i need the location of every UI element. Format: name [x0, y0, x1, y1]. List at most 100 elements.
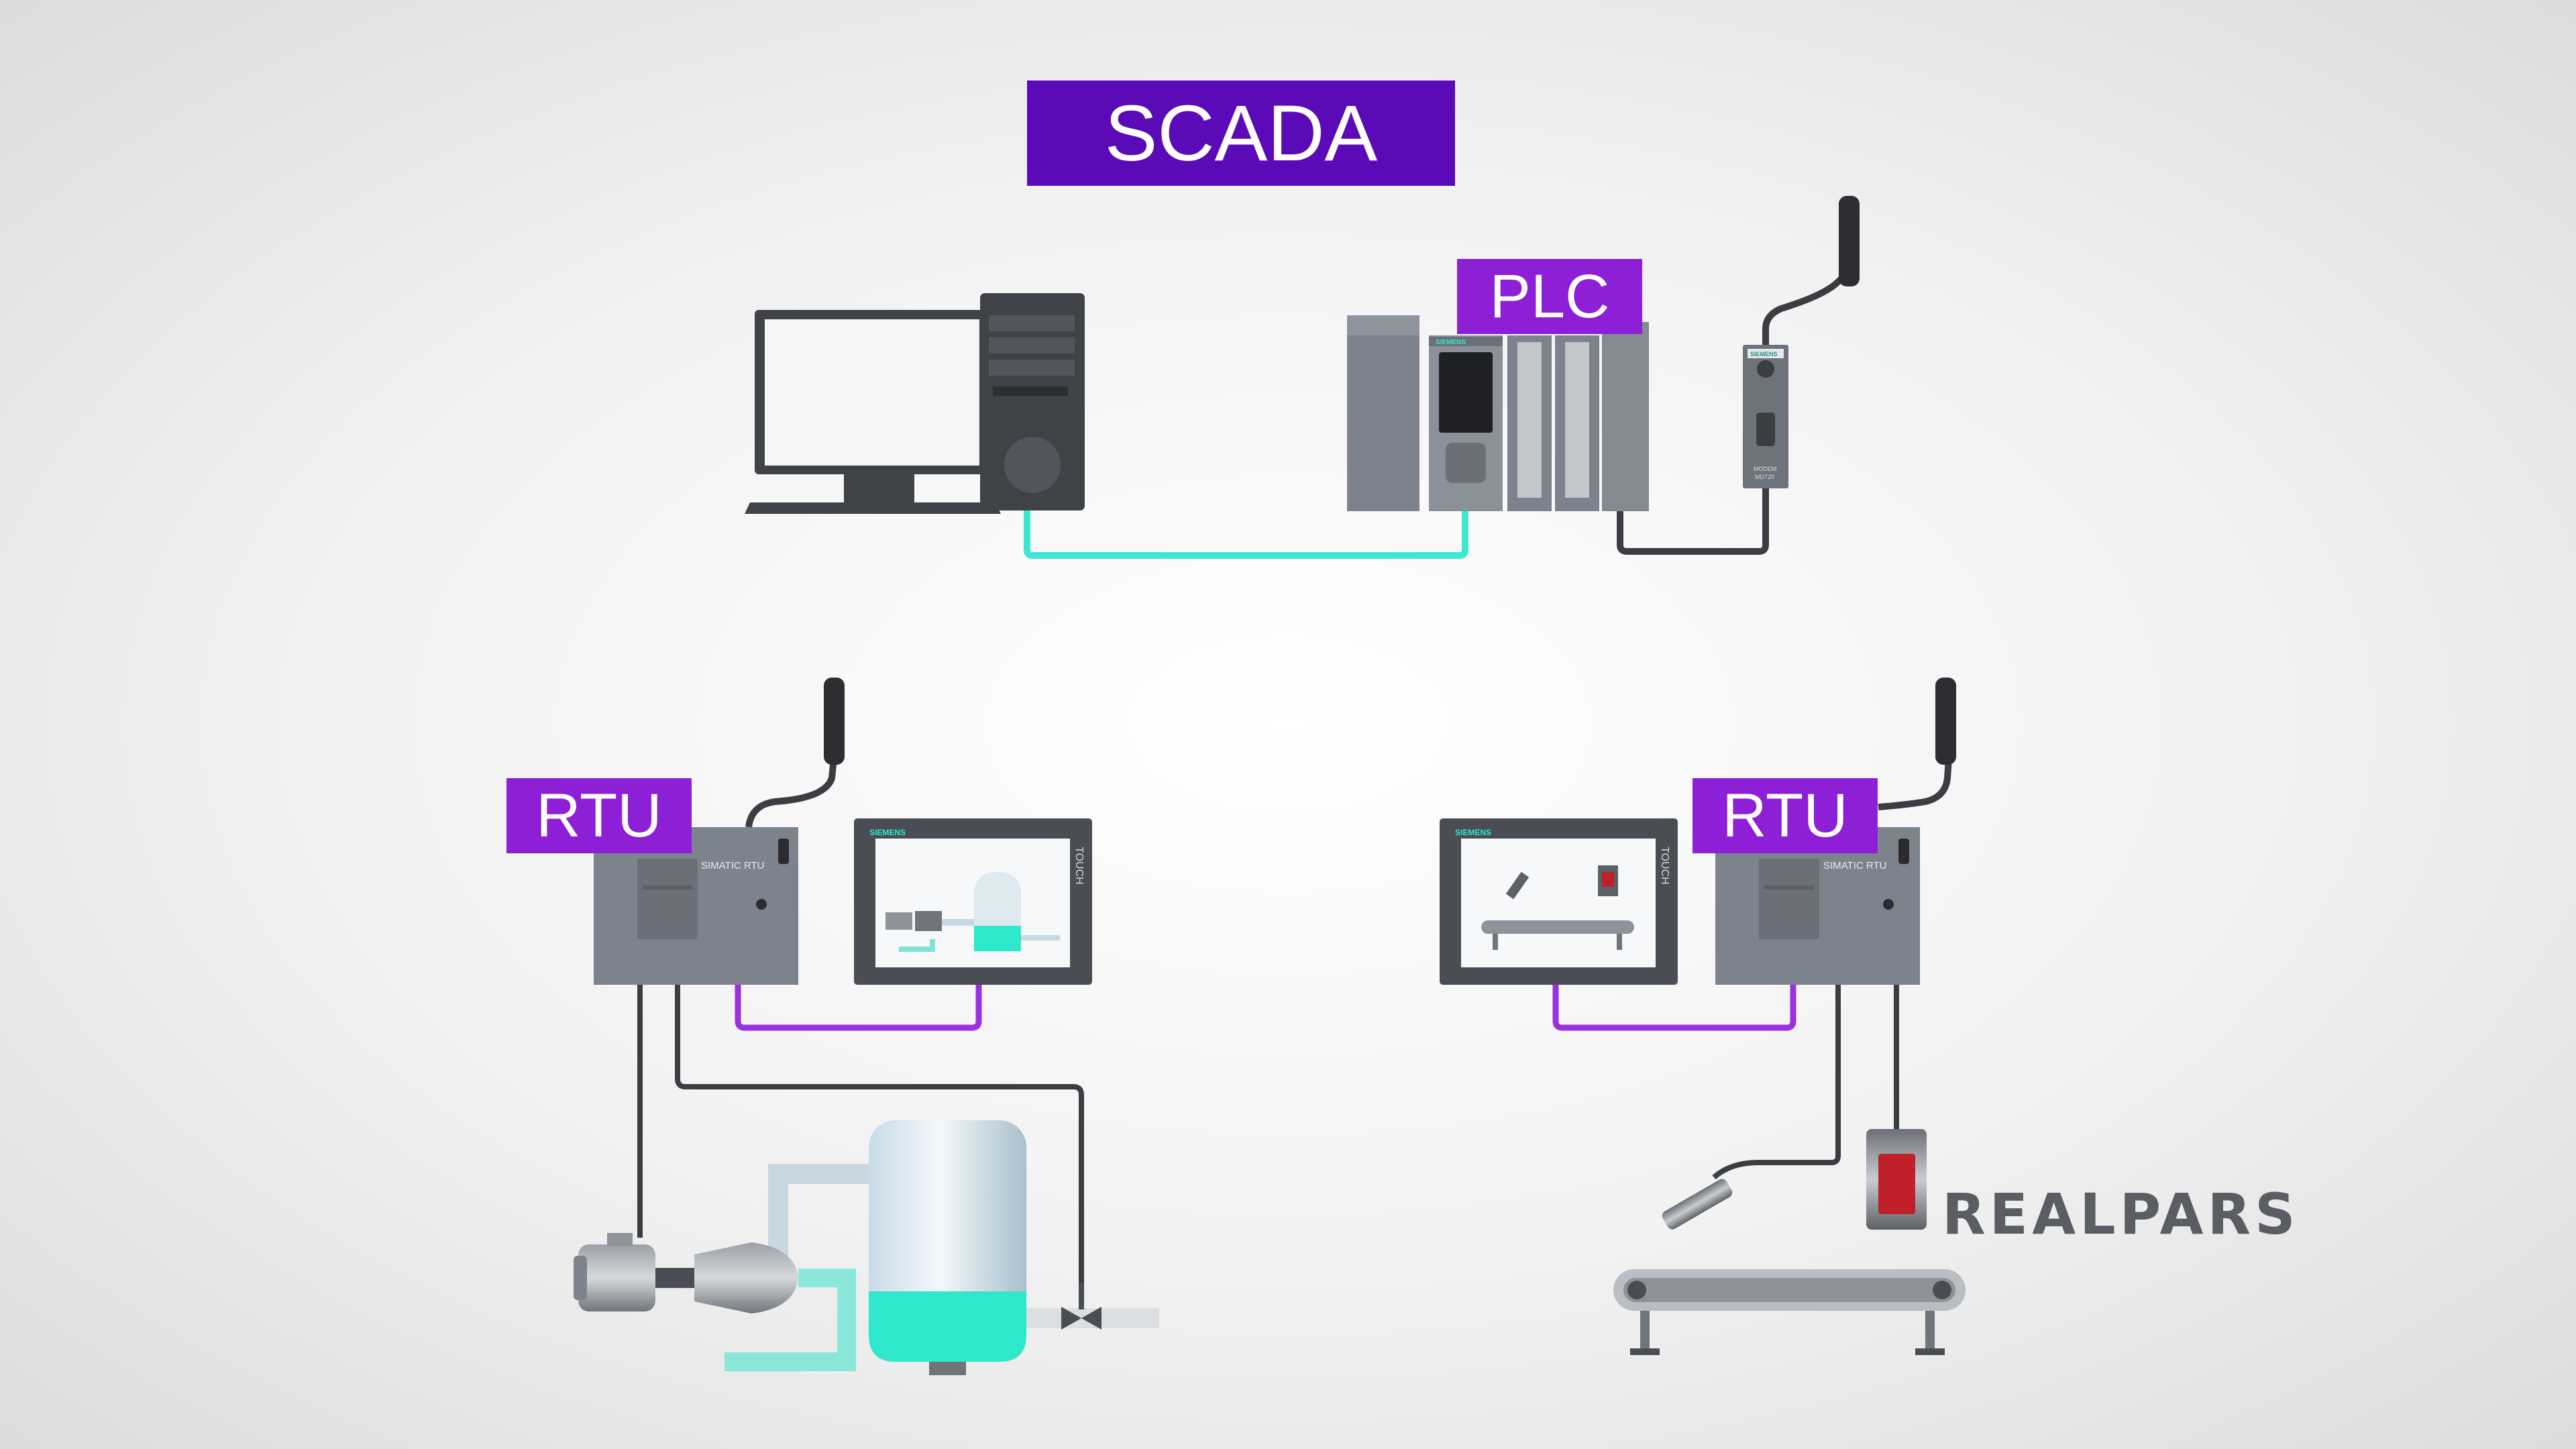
monitor-screen [765, 319, 979, 466]
plc-cpu-keypad [1446, 443, 1486, 483]
drive-bay-1 [989, 315, 1075, 331]
hmi-left-screen [875, 839, 1070, 967]
modem-label-1: MODEM [1754, 466, 1777, 472]
motor-terminal-box [607, 1233, 633, 1246]
rtu-right-sensor-cable [1712, 985, 1841, 1180]
rtu-left-front-panel [637, 859, 698, 939]
mini-conveyor-leg-r [1617, 934, 1622, 950]
prox-sensor [1662, 1179, 1733, 1230]
photocell-lens [1878, 1154, 1915, 1214]
rtu-right-panel-slot [1764, 885, 1814, 890]
mini-conveyor-leg-l [1493, 934, 1498, 950]
conveyor-leg-right [1925, 1311, 1935, 1351]
rtu-right-tag: RTU [1693, 778, 1878, 853]
hmi-left-brand: SIEMENS [869, 828, 906, 837]
mini-prox-sensor [1505, 871, 1529, 900]
mini-photocell-lens [1602, 872, 1614, 887]
hmi-right-process-graphic [1481, 865, 1634, 950]
rtu-right-antenna-cable [1878, 757, 1952, 810]
modem-serial-port [1756, 413, 1775, 446]
rtu-left-status-led [756, 899, 767, 910]
hmi-left-side-label: TOUCH [1073, 847, 1085, 885]
mini-tank-liquid [974, 926, 1021, 951]
hmi-right-side-label: TOUCH [1659, 847, 1670, 885]
modem: SIEMENS MODEM MD720 [1743, 196, 1860, 488]
hmi-right-brand-bar [1448, 825, 1662, 837]
plc-label: PLC [1457, 259, 1642, 334]
rtu-left-antenna-port [778, 839, 789, 864]
modem-antenna-port [1757, 360, 1774, 378]
rtu-right-status-led [1883, 899, 1894, 910]
mini-pump [915, 911, 942, 931]
hmi-right-screen [1461, 839, 1656, 967]
rtu-left: SIMATIC RTU [594, 678, 845, 985]
plc-power-supply [1347, 315, 1419, 511]
hmi-cable-right [1552, 985, 1796, 1031]
modem-brand-bar [1748, 349, 1784, 358]
mini-motor [885, 912, 912, 930]
modem-label-2: MD720 [1755, 474, 1774, 480]
tank-liquid [869, 1291, 1026, 1362]
motor [578, 1244, 655, 1311]
scada-title: SCADA [1027, 80, 1455, 186]
rtu-right-antenna-port [1898, 839, 1909, 864]
monitor-base [745, 502, 1001, 514]
rtu-left-label: SIMATIC RTU [701, 860, 764, 871]
conveyor-station [1613, 1129, 1966, 1355]
plc-brand-text: SIEMENS [1436, 339, 1466, 346]
conveyor-foot-left [1630, 1348, 1660, 1355]
realpars-logo: REALPARS [1942, 1181, 2300, 1247]
motor-coupling [655, 1268, 694, 1288]
conveyor-roller-right [1933, 1281, 1951, 1299]
mini-inlet-pipe [899, 939, 935, 952]
tank-foot [929, 1362, 966, 1375]
rtu-left-tag: RTU [506, 778, 692, 853]
plc-end-module [1602, 322, 1649, 511]
hmi-cable-left [735, 985, 982, 1031]
cables [637, 264, 1952, 1283]
monitor-stand [844, 474, 914, 502]
rtu-left-antenna [824, 678, 845, 765]
conveyor-foot-right [1915, 1348, 1945, 1355]
plc-modem-cable [1617, 484, 1769, 555]
hmi-left-brand-bar [862, 825, 1077, 837]
rtu-left-valve-cable [675, 985, 1084, 1283]
rtu-right-front-panel [1759, 859, 1819, 939]
tower-fan [1004, 437, 1061, 493]
plc-cpu-brand-bar [1429, 337, 1503, 346]
desktop-computer [745, 293, 1085, 514]
plc-power-supply-top [1347, 315, 1419, 335]
rtu-right-antenna [1935, 678, 1956, 765]
rtu-right: SIMATIC RTU [1715, 678, 1956, 985]
drive-slot [993, 386, 1068, 396]
conveyor-roller-left [1627, 1281, 1646, 1299]
modem-antenna [1839, 196, 1860, 286]
valve-body [1061, 1307, 1102, 1330]
modem-antenna-cable [1762, 264, 1853, 349]
hmi-right: SIEMENS TOUCH [1440, 818, 1678, 985]
ethernet-cable-pc-plc [1024, 504, 1468, 559]
plc-io-strip-1 [1517, 342, 1542, 498]
valve-stem [1079, 1283, 1084, 1309]
tank-inlet-pipe [768, 1164, 872, 1278]
drive-bay-3 [989, 360, 1075, 376]
rtu-left-panel-slot [643, 885, 692, 890]
hmi-left: SIEMENS TOUCH [854, 818, 1092, 985]
plc-cpu-display [1439, 352, 1493, 433]
pump-suction-pipe [724, 1269, 856, 1371]
drive-bay-2 [989, 337, 1075, 354]
conveyor-belt-inner [1623, 1278, 1955, 1302]
pump-casing [694, 1242, 798, 1313]
rtu-right-label: SIMATIC RTU [1823, 860, 1886, 871]
pump-station [574, 1120, 1159, 1375]
hmi-left-process-graphic [885, 872, 1060, 952]
motor-end-cap [574, 1256, 587, 1300]
hmi-right-brand: SIEMENS [1455, 828, 1491, 837]
rtu-left-antenna-cable [745, 757, 837, 828]
conveyor-leg-left [1640, 1311, 1650, 1351]
plc-io-strip-2 [1565, 342, 1589, 498]
plc-rack: SIEMENS [1347, 315, 1649, 511]
modem-brand-text: SIEMENS [1750, 351, 1778, 358]
